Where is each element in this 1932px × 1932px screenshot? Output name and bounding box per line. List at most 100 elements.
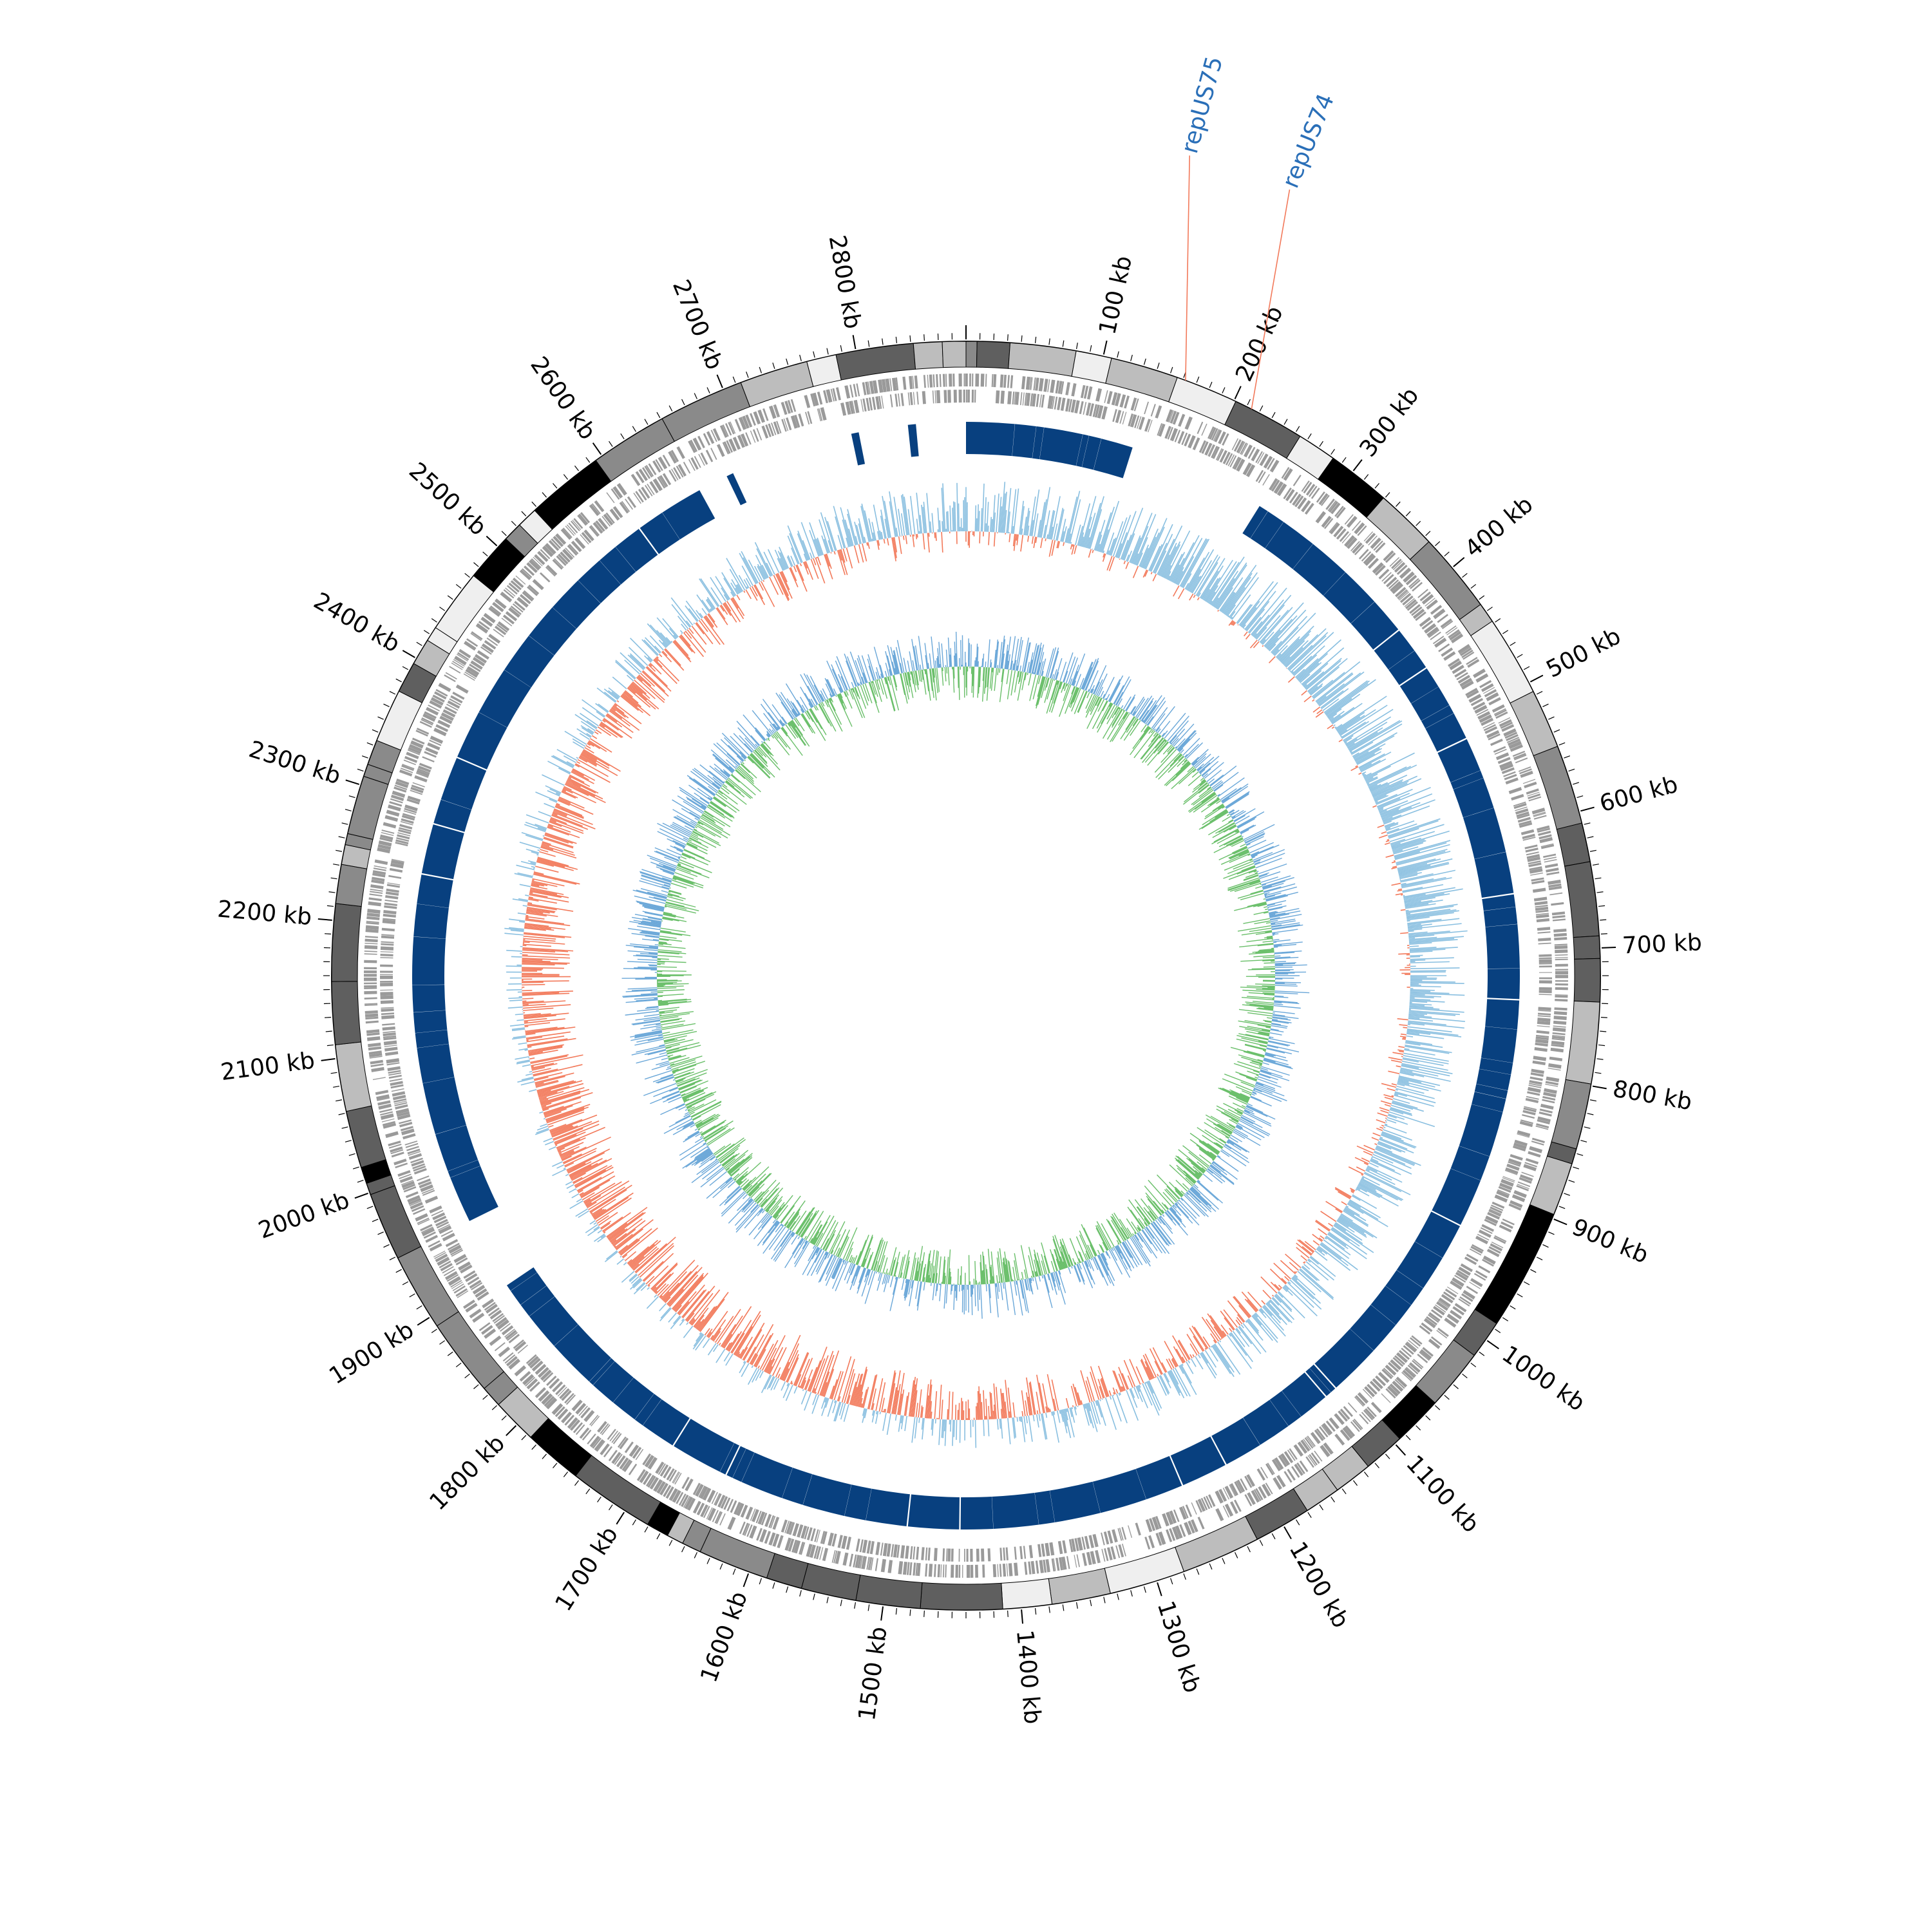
- gc-content-bar: [1410, 990, 1431, 992]
- gc-content-bar: [1087, 1403, 1091, 1412]
- gc-content-bar: [1408, 930, 1414, 933]
- gc-content-bar: [1400, 1068, 1413, 1073]
- cds-feature: [410, 740, 424, 749]
- gc-content-bar: [1408, 936, 1437, 940]
- cds-feature: [390, 794, 404, 802]
- gc-content-bar: [856, 1367, 867, 1406]
- gc-content-bar: [1303, 696, 1312, 703]
- gc-content-bar: [1099, 1399, 1101, 1401]
- cds-feature: [401, 1180, 414, 1186]
- gc-content-bar: [1309, 1256, 1319, 1265]
- cds-feature: [552, 559, 563, 570]
- cds-feature: [1412, 609, 1425, 620]
- cds-feature: [1292, 493, 1302, 506]
- cds-feature: [1551, 1037, 1565, 1041]
- cds-feature: [1234, 1481, 1242, 1494]
- gc-content-bar: [1316, 1247, 1323, 1253]
- cds-feature: [1517, 1184, 1530, 1189]
- cds-feature: [812, 392, 819, 406]
- gc-skew-bar: [1234, 902, 1267, 911]
- cds-feature: [489, 1309, 502, 1320]
- cds-feature: [390, 1084, 404, 1089]
- cds-feature: [1525, 848, 1539, 853]
- cds-feature: [800, 1542, 806, 1555]
- blast-hit: [674, 1419, 734, 1472]
- gc-content-bar: [853, 1373, 864, 1406]
- gc-content-bar: [1088, 1402, 1098, 1432]
- gc-content-bar: [540, 846, 577, 859]
- gc-content-bar: [1409, 1000, 1428, 1003]
- cds-feature: [529, 1381, 540, 1392]
- gc-content-bar: [635, 1236, 676, 1274]
- cds-feature: [844, 385, 851, 399]
- gc-content-bar: [1407, 923, 1432, 928]
- cds-feature: [1517, 1133, 1530, 1138]
- cds-feature: [880, 1558, 887, 1573]
- cds-feature: [366, 913, 381, 918]
- gc-content-bar: [1135, 1386, 1143, 1403]
- cds-feature: [849, 1553, 854, 1567]
- cds-feature: [1405, 574, 1417, 585]
- gc-content-bar: [1370, 782, 1388, 791]
- cds-feature: [541, 1393, 553, 1405]
- gc-content-bar: [1175, 1349, 1185, 1363]
- gc-content-bar: [862, 1408, 866, 1423]
- gc-content-bar: [630, 1256, 645, 1269]
- cds-feature: [1522, 837, 1536, 841]
- gc-content-bar: [685, 1291, 710, 1321]
- blast-hit: [552, 580, 601, 629]
- gc-content-bar: [1372, 1153, 1394, 1164]
- cds-feature: [1421, 594, 1434, 605]
- cds-feature: [909, 375, 913, 390]
- cds-feature: [1555, 998, 1568, 1002]
- cds-feature: [831, 1533, 837, 1547]
- cds-feature: [410, 1202, 423, 1210]
- cds-feature: [1056, 1557, 1060, 1571]
- gc-content-bar: [1293, 654, 1318, 676]
- gc-content-bar: [509, 1023, 525, 1027]
- cds-feature: [440, 1230, 453, 1237]
- gc-content-bar: [1249, 587, 1287, 634]
- gc-content-bar: [506, 965, 522, 967]
- cds-feature: [1539, 977, 1552, 980]
- cds-feature: [1503, 728, 1517, 737]
- cds-feature: [1184, 416, 1193, 430]
- gc-content-bar: [1356, 748, 1383, 763]
- cds-feature: [381, 1008, 394, 1012]
- cds-feature: [1524, 1162, 1538, 1168]
- gc-content-bar: [738, 1349, 744, 1358]
- cds-feature: [1197, 421, 1204, 434]
- cds-feature: [1169, 1528, 1176, 1541]
- cds-feature: [404, 804, 418, 811]
- cds-feature: [1255, 469, 1264, 482]
- cds-feature: [942, 1564, 945, 1578]
- cds-feature: [1490, 739, 1503, 746]
- gc-content-bar: [736, 1351, 741, 1357]
- cds-feature: [878, 379, 884, 393]
- gc-content-bar: [1385, 827, 1391, 830]
- gc-content-bar: [1322, 698, 1340, 712]
- gc-content-bar: [985, 523, 987, 532]
- gc-content-bar: [1396, 1085, 1425, 1094]
- gc-content-bar: [630, 1276, 639, 1284]
- cds-feature: [559, 1388, 570, 1399]
- cds-feature: [1053, 1558, 1056, 1571]
- cds-feature: [399, 827, 412, 832]
- cds-feature: [694, 456, 701, 468]
- cds-feature: [384, 899, 398, 903]
- cds-feature: [1493, 1236, 1506, 1244]
- gc-content-bar: [1174, 1367, 1191, 1397]
- cds-feature: [1368, 535, 1378, 545]
- cds-feature: [1372, 562, 1384, 574]
- cds-feature: [1539, 1111, 1552, 1117]
- cds-feature: [929, 374, 933, 388]
- cds-feature: [538, 1367, 549, 1378]
- cds-feature: [1402, 1369, 1414, 1381]
- cds-feature: [451, 1282, 463, 1289]
- cds-feature: [1394, 1355, 1405, 1365]
- gc-content-bar: [855, 1384, 862, 1406]
- cds-feature: [1236, 440, 1244, 453]
- gc-content-bar: [862, 1408, 866, 1416]
- gc-content-bar: [616, 1258, 624, 1265]
- cds-feature: [1306, 1436, 1315, 1448]
